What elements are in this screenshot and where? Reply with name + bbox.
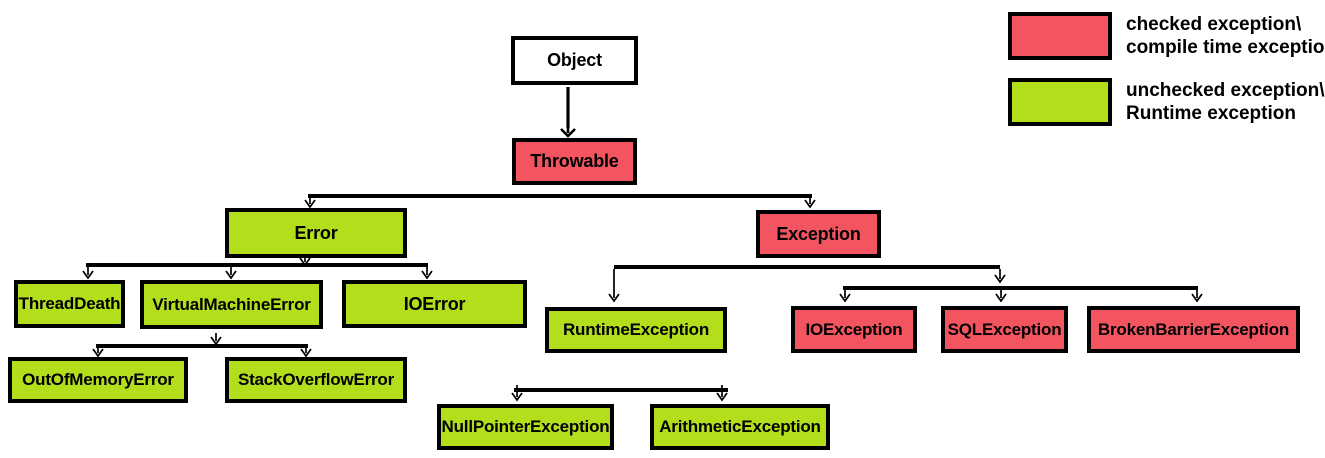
legend-line: compile time exception [1126, 37, 1325, 58]
legend-label-checked: checked exception\ compile time exceptio… [1126, 12, 1325, 59]
legend-row-checked: checked exception\ compile time exceptio… [1008, 12, 1325, 60]
legend-swatch-unchecked-exception [1008, 78, 1112, 126]
node-ioerror: IOError [342, 280, 527, 328]
node-virtualmachineerror: VirtualMachineError [140, 280, 323, 329]
node-sqlexception: SQLException [941, 306, 1068, 353]
node-stackoverflowerror: StackOverflowError [225, 357, 407, 403]
node-throwable: Throwable [512, 138, 637, 185]
legend-line: Runtime exception [1126, 103, 1296, 124]
node-nullpointerexception: NullPointerException [437, 404, 614, 450]
node-exception: Exception [756, 210, 881, 258]
legend: checked exception\ compile time exceptio… [1008, 12, 1325, 144]
node-brokenbarrierexception: BrokenBarrierException [1087, 306, 1300, 353]
node-arithmeticexception: ArithmeticException [650, 404, 830, 450]
node-outofmemoryerror: OutOfMemoryError [8, 357, 188, 403]
node-error: Error [225, 208, 407, 258]
legend-line: unchecked exception\ [1126, 80, 1325, 101]
node-ioexception: IOException [791, 306, 917, 353]
legend-row-unchecked: unchecked exception\ Runtime exception [1008, 78, 1325, 126]
node-object: Object [511, 36, 638, 85]
legend-label-unchecked: unchecked exception\ Runtime exception [1126, 78, 1325, 125]
legend-swatch-checked-exception [1008, 12, 1112, 60]
legend-line: checked exception\ [1126, 14, 1302, 35]
node-threaddeath: ThreadDeath [14, 280, 125, 328]
node-runtimeexception: RuntimeException [545, 307, 727, 353]
